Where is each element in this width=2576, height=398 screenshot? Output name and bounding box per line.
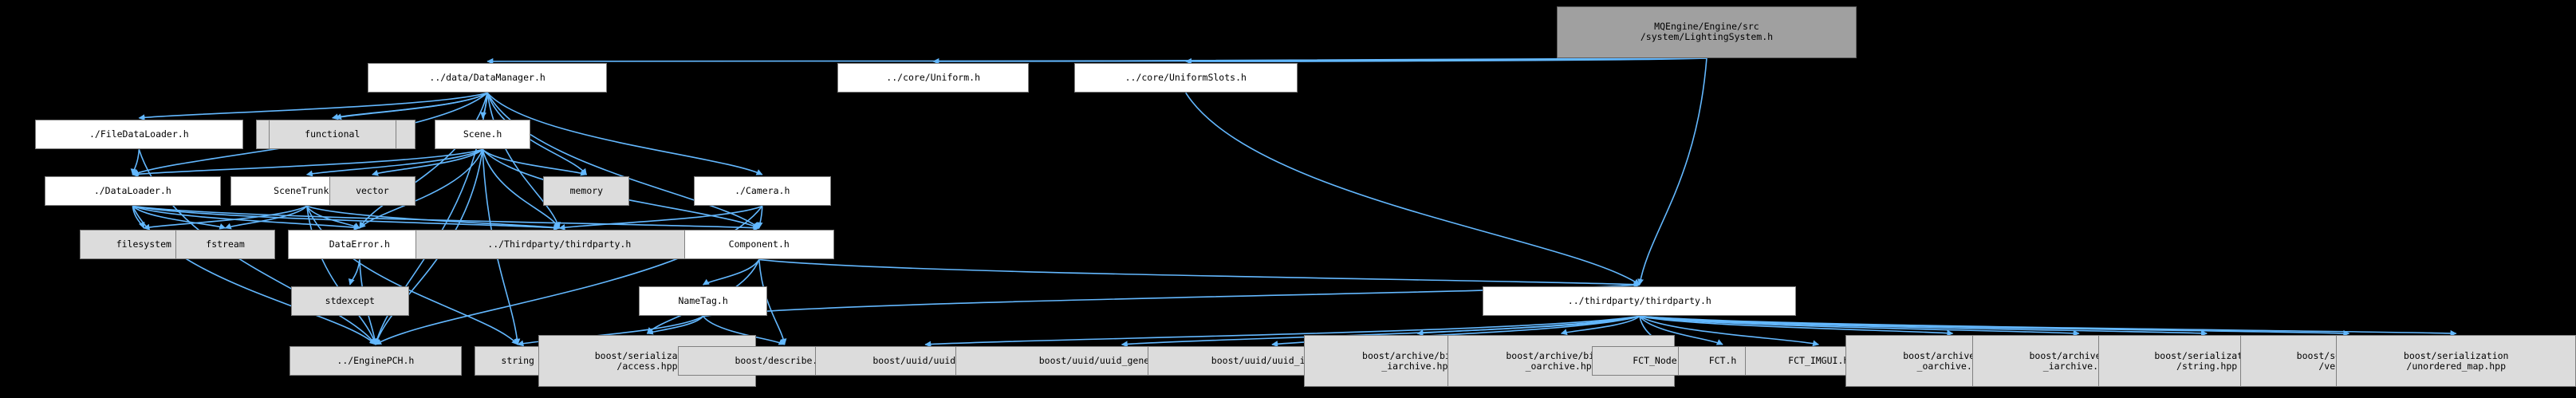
edge-root-to-uniformslots	[1184, 57, 1707, 65]
edge-dataloader-to-enginepch	[132, 206, 376, 345]
edge-filedataloader-to-dataloader	[130, 149, 140, 175]
edge-scenetrunk-to-enginepch	[305, 206, 377, 345]
edge-scenetrunk-to-thirdparty1	[306, 205, 561, 231]
edge-thirdparty2-to-ser_umap	[1639, 315, 2457, 337]
edge-dataloader-to-thirdparty1	[132, 205, 561, 231]
graph-node-filedataloader[interactable]: ./FileDataLoader.h	[35, 119, 243, 150]
edge-datamanager-to-dataerror	[359, 93, 488, 229]
edge-thirdparty2-to-txt_oar	[1639, 315, 1954, 337]
graph-node-vector[interactable]: vector	[329, 175, 416, 207]
edge-camera-to-component	[756, 206, 763, 229]
edge-scenetrunk-to-filesystem	[143, 205, 308, 231]
edge-datamanager-to-scene	[480, 93, 488, 119]
graph-node-uniform[interactable]: ../core/Uniform.h	[837, 62, 1030, 93]
edge-datamanager-to-functional	[331, 92, 488, 120]
edge-dataloader-to-fstream	[132, 205, 226, 230]
edge-root-to-datamanager	[486, 57, 1707, 65]
graph-node-root[interactable]: MQEngine/Engine/src /system/LightingSyst…	[1556, 6, 1857, 58]
edge-scenetrunk-to-dataerror	[306, 205, 360, 229]
graph-node-thirdparty2[interactable]: ../thirdparty/thirdparty.h	[1483, 286, 1797, 317]
graph-node-dataloader[interactable]: ./DataLoader.h	[45, 175, 221, 207]
edge-dataloader-to-component	[132, 205, 760, 231]
edge-uniformslots-to-thirdparty2	[1185, 92, 1641, 286]
edge-scene-to-scenetrunk	[305, 148, 483, 177]
edge-dataerror-to-stdexcept	[348, 259, 360, 286]
edge-dataloader-to-dataerror	[132, 205, 360, 231]
edge-camera-to-enginepch	[375, 205, 763, 345]
edge-scene-to-dataloader	[132, 148, 483, 178]
graph-node-datamanager[interactable]: ../data/DataManager.h	[367, 62, 608, 93]
edge-scenetrunk-to-string	[305, 206, 518, 345]
graph-node-stdexcept[interactable]: stdexcept	[290, 286, 409, 317]
edge-thirdparty2-to-bin_oar	[1560, 315, 1641, 336]
edge-thirdparty2-to-bin_iar	[1416, 315, 1641, 337]
edge-scene-to-memory	[482, 148, 588, 176]
edge-datamanager-to-thirdparty1	[486, 93, 561, 229]
edge-thirdparty2-to-ser_vector	[1639, 315, 2350, 337]
edge-scenetrunk-to-fstream	[224, 205, 308, 230]
graph-node-component[interactable]: Component.h	[683, 229, 834, 260]
edge-root-to-uniform	[932, 57, 1707, 65]
edge-datamanager-to-unordered_map	[335, 92, 488, 120]
edge-component-to-nametag	[702, 258, 760, 286]
graph-node-dataerror[interactable]: DataError.h	[287, 229, 431, 260]
edge-thirdparty2-to-ser_string	[1639, 315, 2208, 337]
edge-camera-to-thirdparty1	[558, 205, 763, 231]
edge-datamanager-to-filedataloader	[138, 92, 488, 121]
edge-dataloader-to-filesystem	[132, 206, 145, 229]
graph-node-uniformslots[interactable]: ../core/UniformSlots.h	[1073, 62, 1298, 93]
edge-datamanager-to-component	[486, 92, 760, 229]
graph-node-camera[interactable]: ./Camera.h	[693, 175, 831, 207]
graph-node-ser_umap[interactable]: boost/serialization /unordered_map.hpp	[2336, 335, 2576, 388]
graph-node-scene[interactable]: Scene.h	[435, 119, 531, 150]
graph-node-thirdparty1[interactable]: ../Thirdparty/thirdparty.h	[415, 229, 703, 260]
edge-root-to-thirdparty2	[1637, 57, 1707, 286]
edge-thirdparty2-to-txt_iar	[1639, 315, 2080, 337]
graph-node-functional[interactable]: functional	[268, 119, 396, 150]
graph-node-nametag[interactable]: NameTag.h	[639, 286, 767, 317]
edge-nametag-to-ser_access	[646, 315, 704, 335]
graph-node-memory[interactable]: memory	[543, 175, 630, 207]
graph-node-enginepch[interactable]: ../EnginePCH.h	[289, 345, 463, 376]
edge-component-to-thirdparty2	[758, 258, 1641, 288]
graph-node-fstream[interactable]: fstream	[175, 229, 275, 260]
edge-scene-to-vector	[372, 148, 483, 176]
